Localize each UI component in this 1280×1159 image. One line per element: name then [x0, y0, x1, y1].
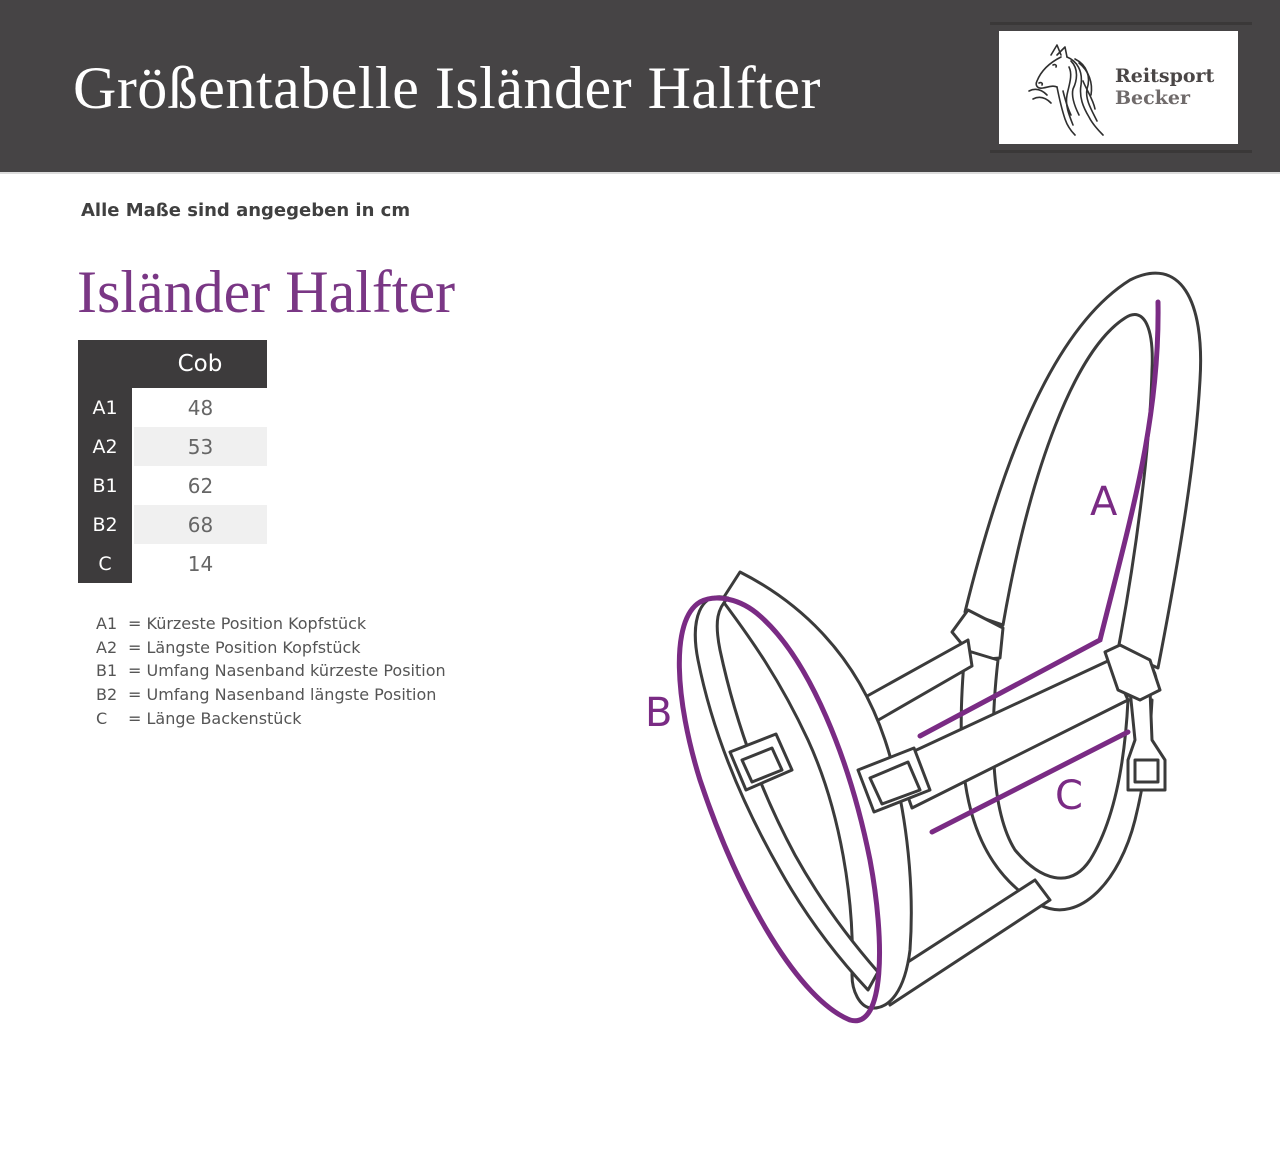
logo-text-line2: Becker: [1115, 87, 1190, 109]
legend-text: = Umfang Nasenband kürzeste Position: [128, 661, 446, 681]
cell-a1-cob: 48: [132, 388, 267, 427]
measurement-lines: [676, 299, 1161, 1024]
legend-text: = Umfang Nasenband längste Position: [128, 685, 437, 705]
table-row: A1 48: [78, 388, 267, 427]
legend-item: C = Länge Backenstück: [96, 709, 446, 733]
measurement-labels: A B C: [645, 479, 1118, 819]
page-title: Größentabelle Isländer Halfter: [73, 55, 821, 121]
logo-rule-top: [990, 22, 1252, 25]
label-a: A: [1090, 479, 1118, 525]
column-header-cob: Cob: [133, 340, 267, 388]
cell-b1-cob: 62: [132, 466, 267, 505]
legend-item: A2 = Längste Position Kopfstück: [96, 638, 446, 662]
row-label-a1: A1: [78, 388, 133, 427]
row-label-b2: B2: [78, 505, 133, 544]
table-row: C 14: [78, 544, 267, 583]
legend-code: C: [96, 708, 108, 728]
units-note: Alle Maße sind angegeben in cm: [81, 200, 411, 221]
cell-b2-cob: 68: [132, 505, 267, 544]
table-row: B2 68: [78, 505, 267, 544]
label-c: C: [1055, 773, 1083, 819]
legend-code: B1: [96, 661, 118, 681]
measure-line-c: [929, 729, 1131, 835]
legend-code: A1: [96, 614, 118, 633]
halter-outline: [693, 271, 1203, 1010]
legend-code: B2: [96, 685, 118, 705]
legend-text: = Längste Position Kopfstück: [128, 637, 361, 657]
legend-code: A2: [96, 637, 118, 657]
measure-line-b: [676, 595, 883, 1024]
table-row: A2 53: [78, 427, 267, 466]
measure-line-a: [917, 299, 1161, 739]
row-label-a2: A2: [78, 427, 133, 466]
cell-a2-cob: 53: [132, 427, 267, 466]
legend-text: = Länge Backenstück: [128, 708, 302, 728]
size-table: Cob A1 48 A2 53 B1 62 B2 68 C 14: [78, 340, 267, 583]
table-corner: [78, 340, 133, 388]
legend: A1 = Kürzeste Position Kopfstück A2 = Läng…: [96, 614, 446, 732]
legend-item: B2 = Umfang Nasenband längste Position: [96, 685, 446, 709]
horse-head-icon: [1028, 44, 1104, 136]
logo: Reitsport Becker: [999, 31, 1238, 144]
halter-diagram: A B C: [645, 271, 1203, 1024]
legend-text: = Kürzeste Position Kopfstück: [128, 614, 367, 633]
logo-rule-bottom: [990, 150, 1252, 153]
section-title: Isländer Halfter: [77, 259, 456, 325]
row-label-b1: B1: [78, 466, 133, 505]
legend-item: B1 = Umfang Nasenband kürzeste Position: [96, 661, 446, 685]
header-banner: Größentabelle Isländer Halfter: [0, 0, 1280, 174]
legend-item: A1 = Kürzeste Position Kopfstück: [96, 614, 446, 638]
table-row: B1 62: [78, 466, 267, 505]
logo-text-line1: Reitsport: [1115, 65, 1215, 87]
cell-c-cob: 14: [132, 544, 267, 583]
row-label-c: C: [78, 544, 133, 583]
label-b: B: [645, 690, 672, 736]
